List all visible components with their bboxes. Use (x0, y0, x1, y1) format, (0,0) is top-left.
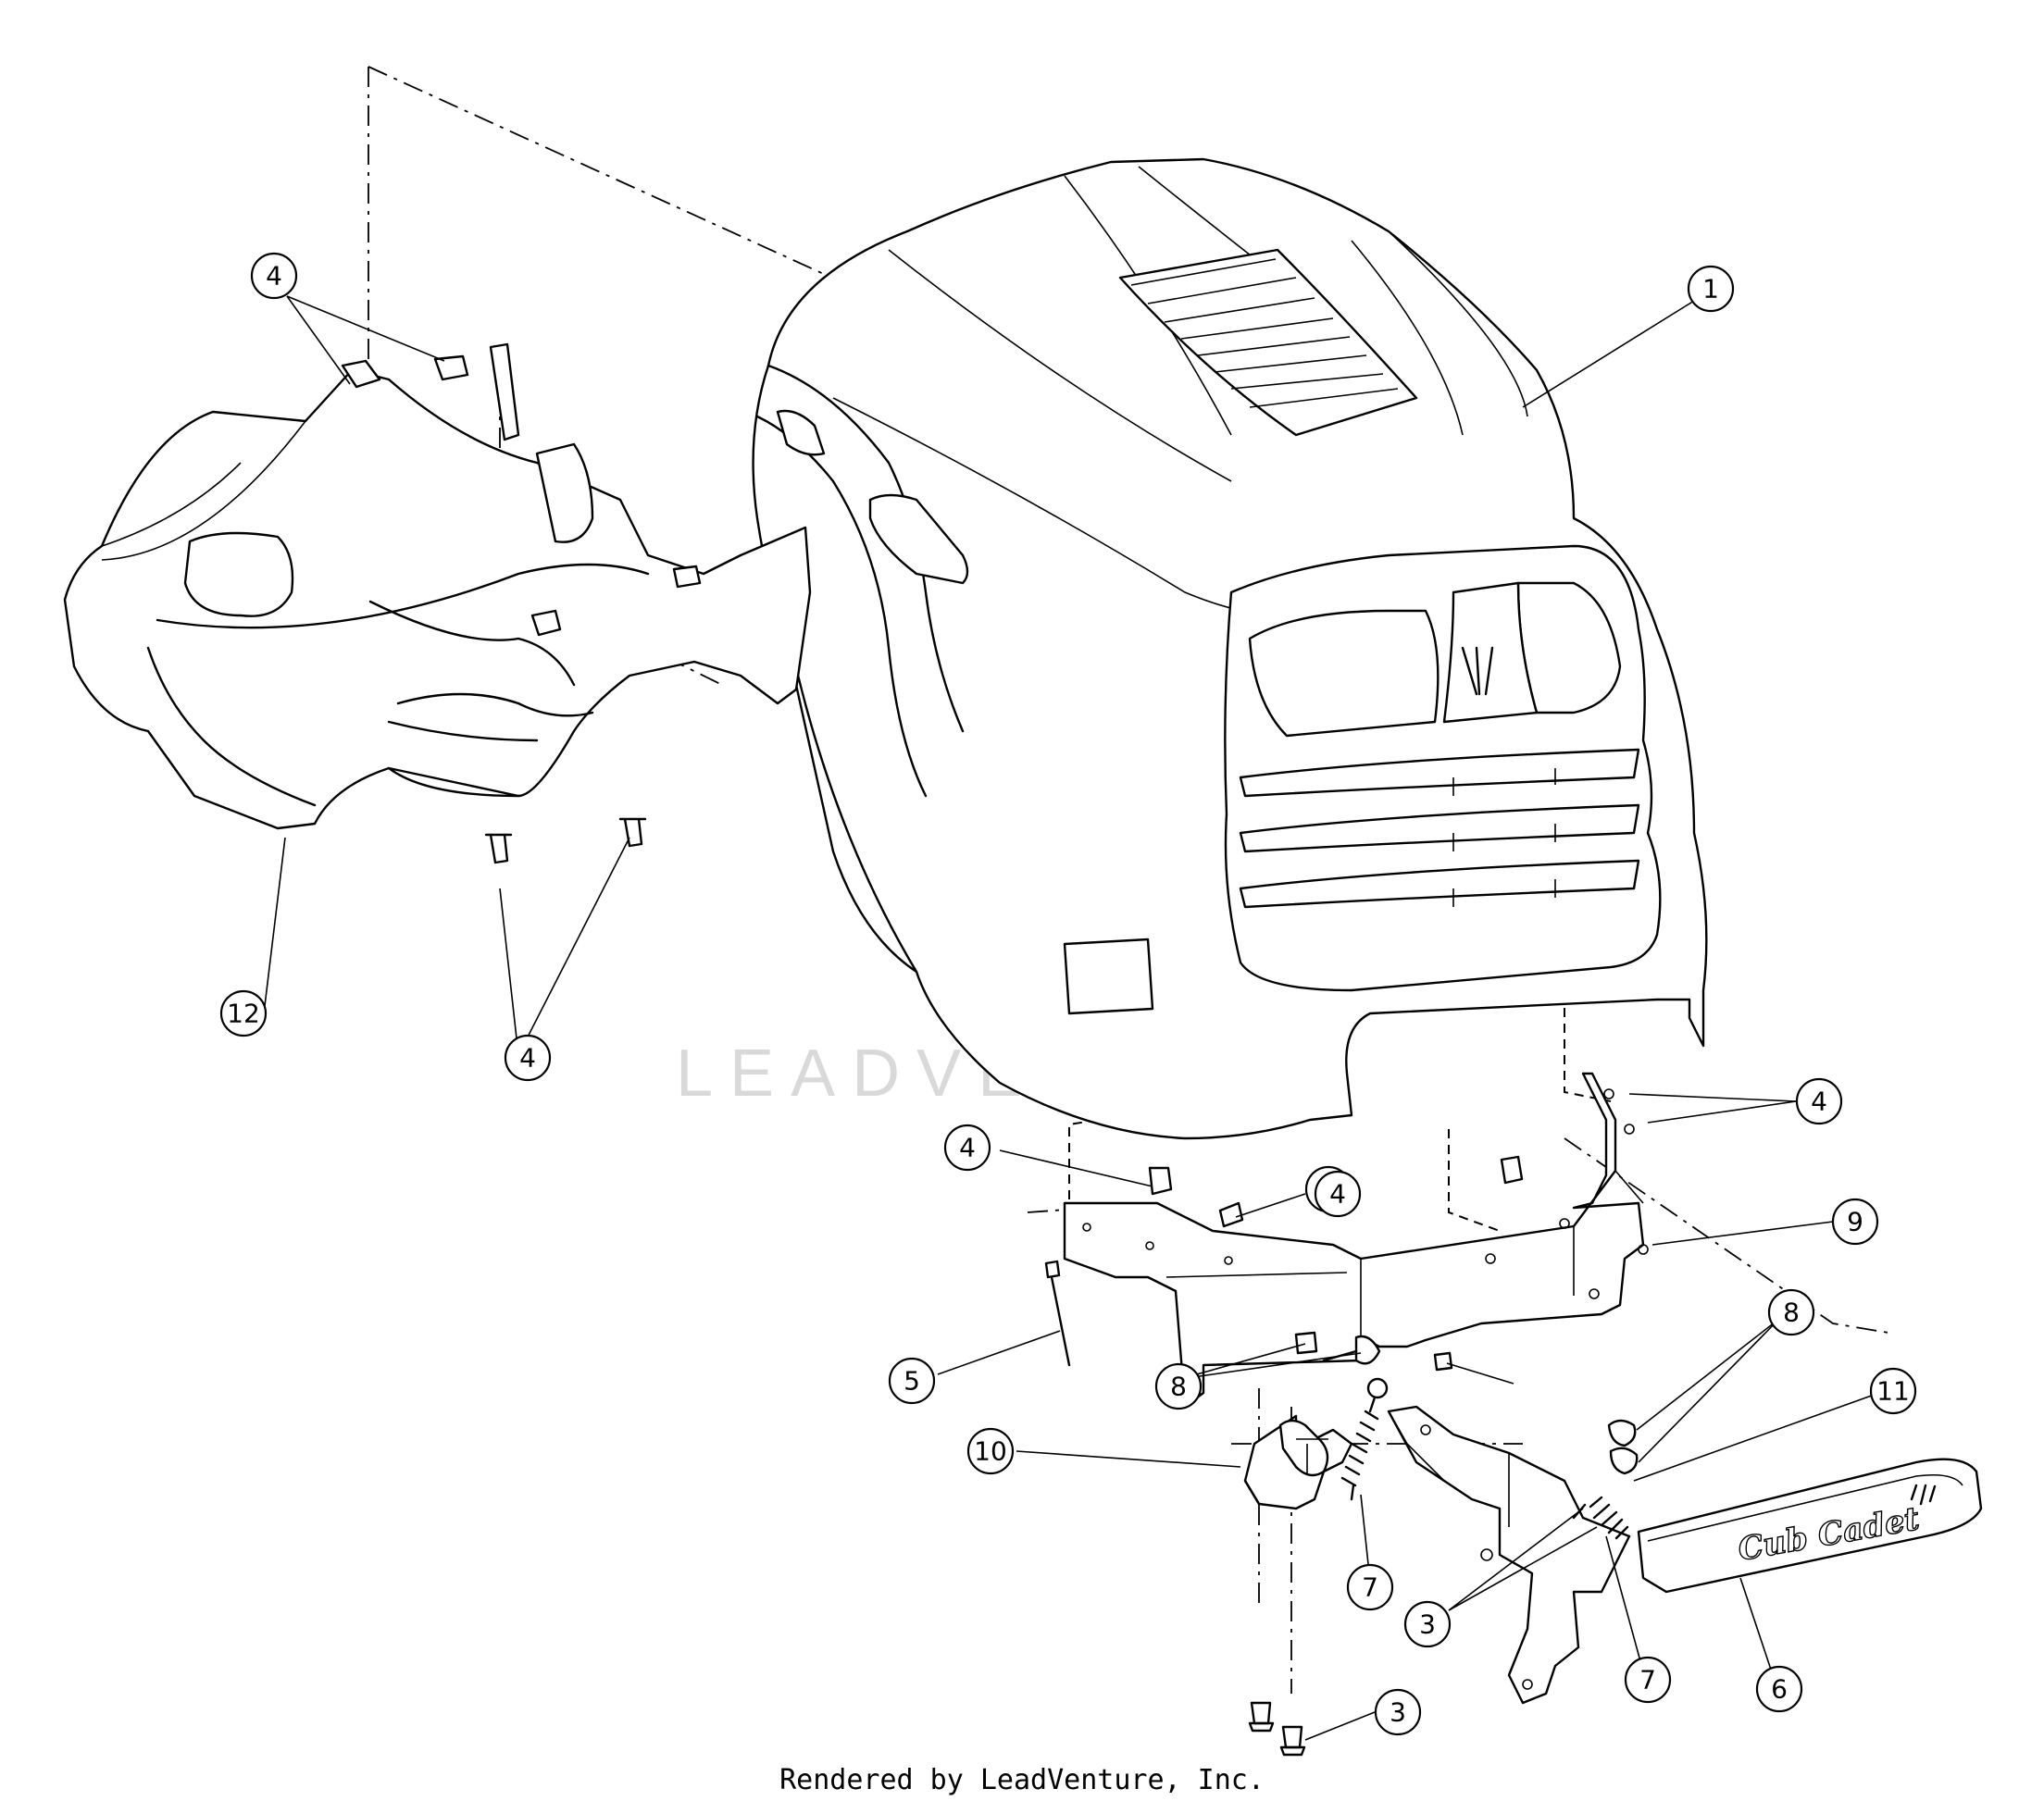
svg-text:4: 4 (266, 261, 282, 292)
svg-text:6: 6 (1771, 1674, 1788, 1705)
callout-3: 3 (1374, 1688, 1422, 1736)
svg-text:1: 1 (1702, 274, 1719, 304)
svg-text:8: 8 (1170, 1372, 1187, 1402)
hood (752, 157, 1708, 1140)
front-emblem: Cub Cadet (1637, 1458, 1983, 1594)
svg-text:4: 4 (1329, 1179, 1346, 1210)
callout-7: 7 (1346, 1563, 1394, 1611)
hardware (1044, 1155, 1639, 1757)
callout-4: 4 (943, 1124, 991, 1172)
svg-text:3: 3 (1390, 1697, 1406, 1728)
svg-text:11: 11 (1876, 1376, 1910, 1407)
callout-7: 7 (1624, 1656, 1672, 1704)
callout-4: 4 (1795, 1077, 1843, 1125)
callout-5: 5 (888, 1357, 936, 1405)
dash-panel (63, 342, 812, 864)
callout-11: 11 (1869, 1367, 1917, 1415)
leader-lines (263, 295, 1880, 1741)
callout-4: 4 (250, 252, 298, 300)
callout-4: 4 (1314, 1170, 1362, 1218)
callout-3: 3 (1403, 1600, 1452, 1648)
svg-text:7: 7 (1639, 1665, 1656, 1695)
callout-4: 4 (504, 1034, 552, 1082)
svg-text:12: 12 (227, 999, 260, 1029)
callout-6: 6 (1755, 1665, 1803, 1713)
svg-text:4: 4 (959, 1133, 976, 1163)
callout-9: 9 (1831, 1198, 1879, 1246)
svg-text:4: 4 (1811, 1087, 1827, 1117)
callout-1: 1 (1687, 265, 1735, 313)
callout-12: 12 (219, 989, 268, 1037)
callout-8: 8 (1154, 1362, 1203, 1410)
callout-8: 8 (1767, 1288, 1815, 1336)
svg-text:9: 9 (1847, 1207, 1863, 1237)
hinge-bracket (1243, 1414, 1353, 1510)
latch-plate (1387, 1405, 1631, 1705)
render-credit: Rendered by LeadVenture, Inc. (779, 1764, 1265, 1796)
svg-text:8: 8 (1783, 1298, 1800, 1328)
svg-text:10: 10 (974, 1436, 1007, 1467)
callout-10: 10 (966, 1427, 1015, 1475)
svg-text:7: 7 (1362, 1572, 1378, 1603)
svg-text:4: 4 (519, 1043, 536, 1074)
svg-text:5: 5 (904, 1366, 920, 1397)
svg-text:3: 3 (1419, 1609, 1436, 1640)
